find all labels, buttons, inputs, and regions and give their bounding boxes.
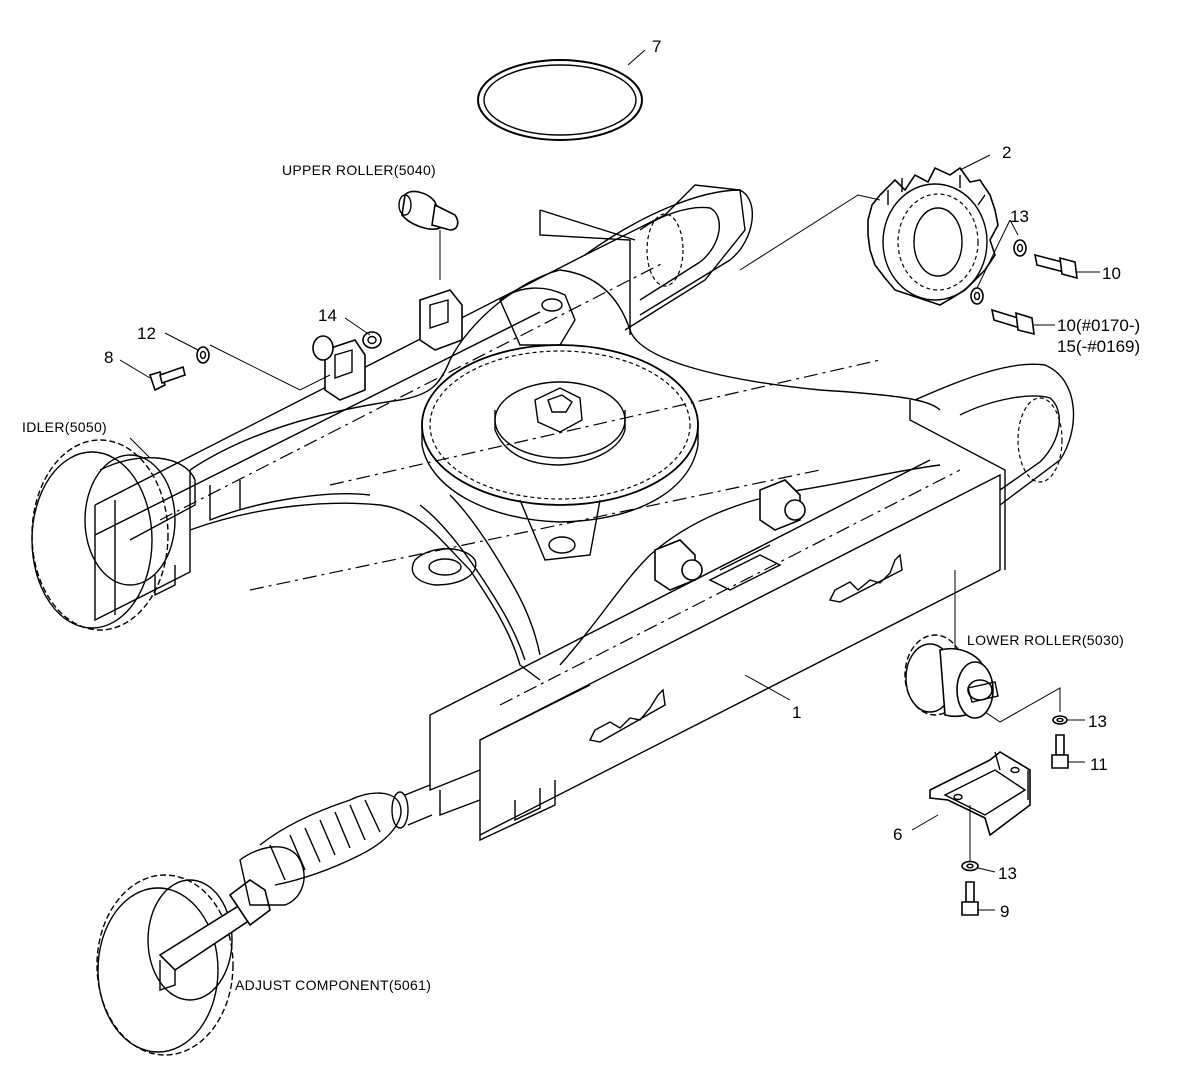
caption-upper-roller: UPPER ROLLER(5040) [282,162,436,178]
lower-roller-bracket [654,479,806,591]
upper-roller-bracket [312,289,463,401]
washer-13-guard [961,805,996,873]
callout-10: 10 [1102,264,1121,283]
idler [31,437,196,631]
callout-14: 14 [318,306,337,325]
sprocket-label-leader [959,154,991,171]
callout-11: 11 [1090,755,1108,774]
bolt-9 [961,881,995,916]
callout-7: 7 [652,37,661,56]
nut-14-leader [344,317,371,336]
upper-roller [398,190,459,280]
bolt-8 [119,359,186,392]
frame-leader [744,674,791,701]
caption-lower-roller: LOWER ROLLER(5030) [967,632,1124,648]
callout-2: 2 [1002,143,1011,162]
callout-1: 1 [792,703,801,722]
o-ring-leader [627,49,646,66]
caption-adjust-component: ADJUST COMPONENT(5061) [235,977,431,993]
callout-13-lower: 13 [1088,712,1107,731]
bolt-10 [990,253,1100,336]
callout-8: 8 [104,348,113,367]
adjust-component [96,784,433,1056]
o-ring-seal [477,59,643,141]
caption-idler: IDLER(5050) [22,419,107,435]
callout-13-guard: 13 [998,864,1017,883]
sprocket-leader [739,194,881,271]
bolt-11 [1051,734,1085,769]
washer-13-sprocket [970,219,1027,305]
roller-guard [911,751,1031,837]
sprocket [867,166,999,306]
callout-13-sprocket: 13 [1010,207,1029,226]
lower-roller [904,570,1061,723]
callout-10-serial: 10(#0170-) [1057,316,1140,335]
track-frame [94,184,1075,842]
callout-9: 9 [1000,902,1009,921]
callout-6: 6 [893,825,902,844]
callout-12: 12 [137,324,156,343]
washer-13-lower [1052,715,1085,725]
callout-15-serial: 15(-#0169) [1057,337,1140,356]
washer-12 [164,332,331,391]
